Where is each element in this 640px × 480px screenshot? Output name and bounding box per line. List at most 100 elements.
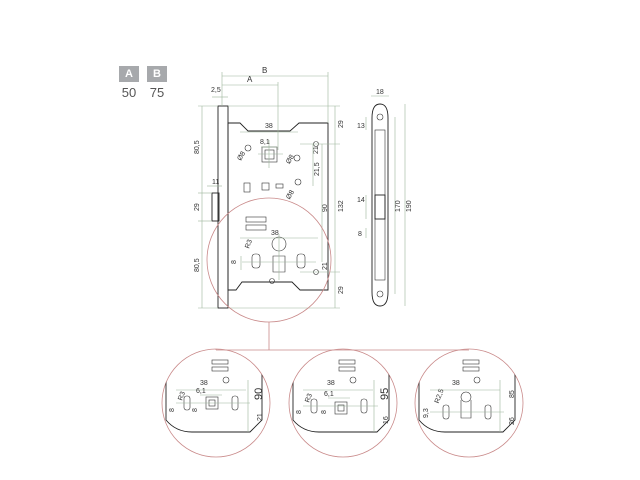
slot-left xyxy=(251,253,261,269)
detail-2-slot xyxy=(338,366,356,372)
detail-3-body xyxy=(418,349,516,433)
detail-2-spindle xyxy=(337,404,345,412)
label-A: A xyxy=(247,75,253,84)
screw-hole xyxy=(269,278,275,284)
lock-body-outline xyxy=(227,122,329,291)
label-170: 170 xyxy=(395,200,402,212)
label-21: 21 xyxy=(313,146,320,154)
detail-2-label-R3: R3 xyxy=(304,393,314,404)
label-11: 11 xyxy=(212,179,219,186)
label-13: 13 xyxy=(357,123,365,130)
side-latch-window xyxy=(374,194,386,220)
detail-3-circle xyxy=(414,348,524,458)
label-8-side: 8 xyxy=(358,231,362,238)
detail-3-label-85: 85 xyxy=(509,390,516,398)
label-132: 132 xyxy=(338,200,345,212)
label-21-5: 21,5 xyxy=(314,162,321,176)
detail-3-slot xyxy=(462,359,480,365)
side-screw-bottom xyxy=(376,290,384,298)
main-front-view: B A 2,5 38 8,1 Ø8 Ø8 Ø8 21 21,5 90 R3 8 … xyxy=(194,66,345,309)
detail-2-label-8: 8 xyxy=(296,410,303,414)
detail-2-circle xyxy=(288,348,398,458)
legend-b-badge: B xyxy=(147,66,167,82)
slot-right xyxy=(296,253,306,269)
detail-2-slot xyxy=(338,359,356,365)
label-18: 18 xyxy=(376,89,384,96)
detail-2-hole xyxy=(349,376,357,384)
callout-circle xyxy=(206,197,332,323)
detail-2-label-38: 38 xyxy=(327,380,335,387)
label-190: 190 xyxy=(406,200,413,212)
detail-view-1: 38 6,1 R3 8 8 21 90 xyxy=(161,348,271,458)
label-38-lower: 38 xyxy=(271,230,279,237)
label-dia8-b: Ø8 xyxy=(285,154,296,166)
spindle-housing xyxy=(261,146,278,163)
label-80-5-bottom: 80,5 xyxy=(194,258,201,272)
legend-a-value: 50 xyxy=(121,85,137,100)
detail-1-label-61: 6,1 xyxy=(196,388,206,395)
detail-2-body xyxy=(292,349,390,433)
bolt-slot xyxy=(245,216,267,223)
latch-mechanism xyxy=(243,182,251,193)
latch-mechanism xyxy=(275,183,284,189)
detail-2-square-hole xyxy=(334,401,348,415)
label-90: 90 xyxy=(322,204,329,212)
detail-2-label-8b: 8 xyxy=(321,410,328,414)
detail-1-label-R3: R3 xyxy=(177,391,187,402)
detail-3-label-93: 9,3 xyxy=(423,408,430,418)
label-offset: 2,5 xyxy=(211,87,221,94)
detail-2-label-16: 16 xyxy=(383,416,390,424)
label-8-1: 8,1 xyxy=(260,139,270,146)
label-29-left: 29 xyxy=(194,203,201,211)
label-R3: R3 xyxy=(244,239,254,250)
detail-3-slot xyxy=(462,366,480,372)
legend-a-badge: A xyxy=(119,66,139,82)
detail-1-slot xyxy=(211,359,229,365)
detail-1-label-8: 8 xyxy=(169,408,176,412)
latch-bolt xyxy=(211,192,220,222)
detail-3-label-26: 26 xyxy=(509,417,516,425)
label-80-5-top: 80,5 xyxy=(194,140,201,154)
label-B: B xyxy=(262,66,267,75)
side-cutout xyxy=(374,129,386,281)
detail-1-hole xyxy=(222,376,230,384)
screw-hole xyxy=(294,178,302,186)
detail-1-circle xyxy=(161,348,271,458)
detail-3-cylinder-top xyxy=(460,391,472,403)
bolt-slot xyxy=(245,224,267,231)
side-faceplate xyxy=(371,103,389,307)
label-29-right-bottom: 29 xyxy=(338,286,345,294)
detail-view-3: 38 R2,5 9,3 85 26 xyxy=(414,348,524,458)
label-dia8-a: Ø8 xyxy=(236,150,247,162)
latch-mechanism xyxy=(261,182,270,191)
detail-1-label-21: 21 xyxy=(257,413,264,421)
screw-hole xyxy=(244,144,252,152)
faceplate xyxy=(217,105,229,309)
detail-1-body xyxy=(165,349,263,433)
detail-1-label-90: 90 xyxy=(253,388,265,400)
square-spindle-hole xyxy=(264,149,275,160)
detail-3-label-R25: R2,5 xyxy=(434,388,446,404)
detail-1-label-38: 38 xyxy=(200,380,208,387)
dimension-legend: A B 50 75 xyxy=(113,66,173,106)
detail-1-slot xyxy=(211,366,229,372)
label-21-lower: 21 xyxy=(322,262,329,270)
legend-b-value: 75 xyxy=(149,85,165,100)
detail-3-cylinder-body xyxy=(460,400,472,419)
detail-2-label-61: 6,1 xyxy=(324,391,334,398)
label-38-top: 38 xyxy=(265,123,273,130)
side-screw-top xyxy=(376,113,384,121)
detail-3-label-38: 38 xyxy=(452,380,460,387)
cylinder-hole-body xyxy=(272,255,286,273)
screw-hole xyxy=(293,154,301,162)
label-14: 14 xyxy=(357,197,365,204)
label-8-lower: 8 xyxy=(231,260,238,264)
side-view: 18 13 14 8 170 190 xyxy=(357,89,413,307)
label-29-right-top: 29 xyxy=(338,120,345,128)
detail-3-hole xyxy=(473,376,481,384)
label-dia8-c: Ø8 xyxy=(285,189,296,201)
detail-view-2: 38 6,1 R3 8 8 16 95 xyxy=(288,348,398,458)
detail-2-label-95: 95 xyxy=(379,388,391,400)
detail-1-label-8b: 8 xyxy=(192,408,199,412)
